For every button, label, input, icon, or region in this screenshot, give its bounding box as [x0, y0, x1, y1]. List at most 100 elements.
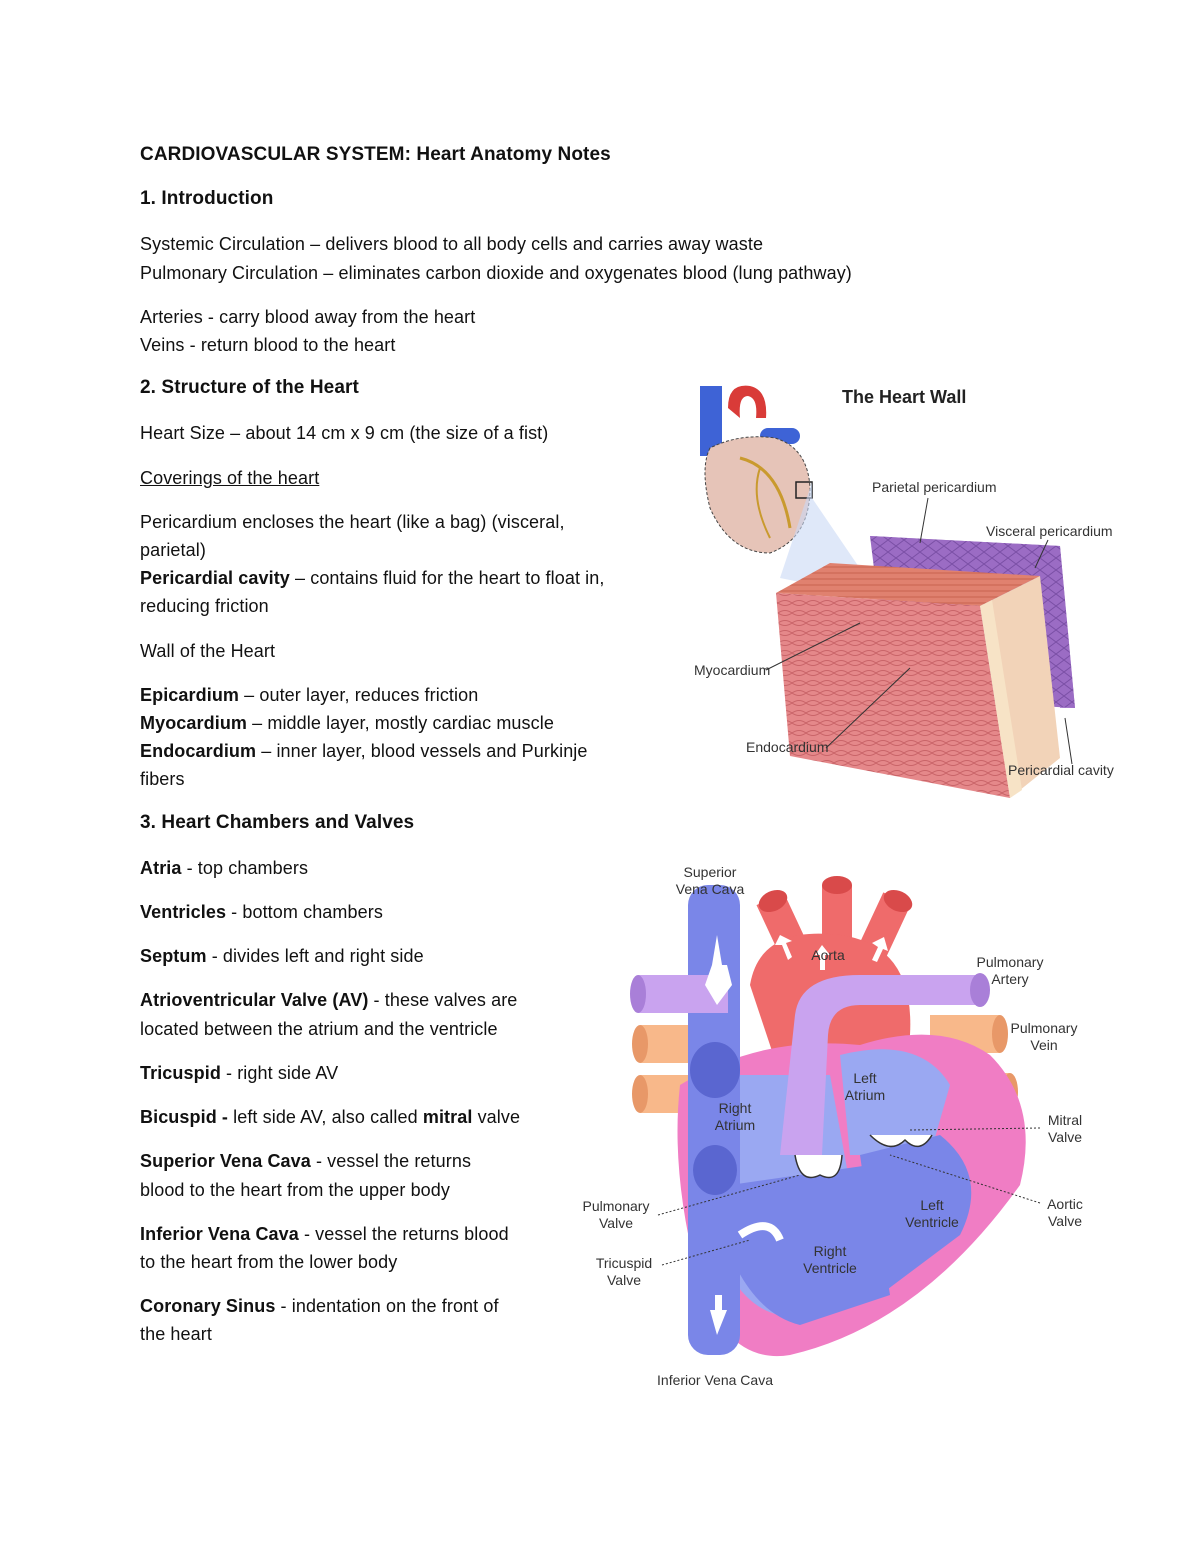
myocardium-side-face [980, 576, 1060, 798]
ventricles-term: Ventricles [140, 902, 227, 922]
av-valve-line-2: located between the atrium and the ventr… [140, 1019, 498, 1039]
tricuspid-valve-label-2: Valve [607, 1272, 641, 1288]
pulmonary-vein-label-2: Vein [1030, 1037, 1057, 1053]
left-atrium-label-2: Atrium [845, 1087, 885, 1103]
tricuspid-line: Tricuspid - right side AV [140, 1059, 338, 1087]
aortic-valve-label-2: Valve [1048, 1213, 1082, 1229]
ivc-term: Inferior Vena Cava [140, 1224, 299, 1244]
coverings-heading: Coverings of the heart [140, 468, 320, 488]
ivc-label: Inferior Vena Cava [657, 1372, 773, 1388]
pulmonary-valve-label-2: Valve [599, 1215, 633, 1231]
systemic-term: Systemic Circulation [140, 234, 306, 254]
left-ventricle [860, 1135, 972, 1295]
heart-wall-figure: The Heart Wall Parietal pericardium Visc… [694, 385, 1114, 798]
left-atrium [840, 1049, 950, 1155]
pericardial-cavity-line-2: reducing friction [140, 596, 269, 616]
cavity-desc: – contains fluid for the heart to float … [289, 568, 605, 588]
svc-label-1: Superior [684, 864, 737, 880]
epicardium-desc: – outer layer, reduces friction [239, 685, 479, 705]
cs-term: Coronary Sinus [140, 1296, 276, 1316]
arteries-term: Arteries [140, 307, 203, 327]
tricuspid-desc: - right side AV [220, 1063, 339, 1083]
ivc-desc: - vessel the returns blood [298, 1224, 509, 1244]
pericardium-line-2: parietal) [140, 540, 206, 560]
myocardium-desc: – middle layer, mostly cardiac muscle [247, 713, 554, 733]
right-atrium-label-1: Right [719, 1100, 752, 1116]
septum-desc: - divides left and right side [206, 946, 424, 966]
myocardium-label: Myocardium [694, 662, 770, 678]
tricuspid-valve [737, 1222, 784, 1242]
endocardium-line-2: fibers [140, 769, 185, 789]
heart-wall-title: The Heart Wall [842, 387, 966, 407]
pericardium-line-1: Pericardium encloses the heart (like a b… [140, 512, 565, 532]
pulmonary-artery [780, 975, 980, 1155]
pericardial-cavity-line: Pericardial cavity – contains fluid for … [140, 564, 605, 592]
section-heading-introduction: 1. Introduction [140, 188, 274, 209]
ivc-line-2: to the heart from the lower body [140, 1252, 398, 1272]
pulmonary-vein-label-1: Pulmonary [1011, 1020, 1078, 1036]
parietal-pericardium-label: Parietal pericardium [872, 479, 997, 495]
svc-line-2: blood to the heart from the upper body [140, 1180, 451, 1200]
svc-desc: - vessel the returns [310, 1151, 472, 1171]
mitral-valve-label-1: Mitral [1048, 1112, 1082, 1128]
systemic-desc: – delivers blood to all body cells and c… [305, 234, 764, 254]
heart-size-line: Heart Size – about 14 cm x 9 cm (the siz… [140, 423, 549, 443]
ivc-line: Inferior Vena Cava - vessel the returns … [140, 1220, 509, 1248]
label-leaders [657, 1127, 1041, 1266]
myocardium-top-face [776, 563, 1040, 606]
left-ventricle-label-2: Ventricle [905, 1214, 959, 1230]
bicuspid-desc: left side AV, also called [233, 1107, 423, 1127]
endocardium-label: Endocardium [746, 739, 829, 755]
mitral-valve-label-2: Valve [1048, 1129, 1082, 1145]
pulmonary-valve-label-1: Pulmonary [583, 1198, 650, 1214]
heart-chambers-diagram: Superior Vena Cava Aorta Pulmonary Arter… [583, 864, 1083, 1388]
epicardium-term: Epicardium [140, 685, 240, 705]
bicuspid-line: Bicuspid - left side AV, also called mit… [140, 1103, 520, 1131]
septum-term: Septum [140, 946, 207, 966]
veins-desc: - return blood to the heart [184, 335, 396, 355]
mitral-term: mitral [422, 1107, 473, 1127]
section-heading-structure: 2. Structure of the Heart [140, 377, 359, 398]
bicuspid-desc-end: valve [472, 1107, 521, 1127]
visceral-pericardium-label: Visceral pericardium [986, 523, 1113, 539]
tricuspid-valve-label-1: Tricuspid [596, 1255, 652, 1271]
atria-desc: - top chambers [181, 858, 309, 878]
av-desc: - these valves are [368, 990, 518, 1010]
cs-desc: - indentation on the front of [275, 1296, 499, 1316]
endocardium-line: Endocardium – inner layer, blood vessels… [140, 737, 588, 765]
pulmonary-artery-label-1: Pulmonary [977, 954, 1044, 970]
aortic-valve-label-1: Aortic [1047, 1196, 1083, 1212]
flow-arrows [705, 935, 888, 1335]
atria-line: Atria - top chambers [140, 854, 308, 882]
svc-label-2: Vena Cava [676, 881, 745, 897]
pulmonary-desc: – eliminates carbon dioxide and oxygenat… [318, 263, 852, 283]
svc-line: Superior Vena Cava - vessel the returns [140, 1147, 471, 1175]
left-atrium-label-1: Left [853, 1070, 876, 1086]
section-heading-chambers: 3. Heart Chambers and Valves [140, 812, 415, 833]
veins-line: Veins - return blood to the heart [140, 331, 395, 359]
systemic-circulation-line: Systemic Circulation – delivers blood to… [140, 230, 763, 258]
tricuspid-term: Tricuspid [140, 1063, 221, 1083]
veins-term: Veins [140, 335, 185, 355]
myocardium-line: Myocardium – middle layer, mostly cardia… [140, 709, 554, 737]
av-term: Atrioventricular Valve (AV) [140, 990, 369, 1010]
aortic-valve [869, 1134, 933, 1148]
pulmonary-circulation-line: Pulmonary Circulation – eliminates carbo… [140, 259, 852, 287]
pulmonary-term: Pulmonary Circulation [140, 263, 319, 283]
page-title: CARDIOVASCULAR SYSTEM: Heart Anatomy Not… [140, 144, 611, 165]
wall-heading: Wall of the Heart [140, 641, 276, 661]
ventricles-line: Ventricles - bottom chambers [140, 898, 383, 926]
left-ventricle-label-1: Left [920, 1197, 943, 1213]
right-ventricle-label-1: Right [814, 1243, 847, 1259]
aorta-label: Aorta [811, 947, 845, 963]
right-ventricle [730, 1165, 890, 1325]
right-ventricle-label-2: Ventricle [803, 1260, 857, 1276]
ventricles-desc: - bottom chambers [226, 902, 383, 922]
epicardium-line: Epicardium – outer layer, reduces fricti… [140, 681, 478, 709]
bicuspid-term: Bicuspid - [140, 1107, 234, 1127]
pericardial-cavity-label: Pericardial cavity [1008, 762, 1114, 778]
atria-term: Atria [140, 858, 182, 878]
myocardium-front-face [776, 593, 1010, 798]
myocardium-term: Myocardium [140, 713, 248, 733]
arteries-desc: - carry blood away from the heart [202, 307, 476, 327]
